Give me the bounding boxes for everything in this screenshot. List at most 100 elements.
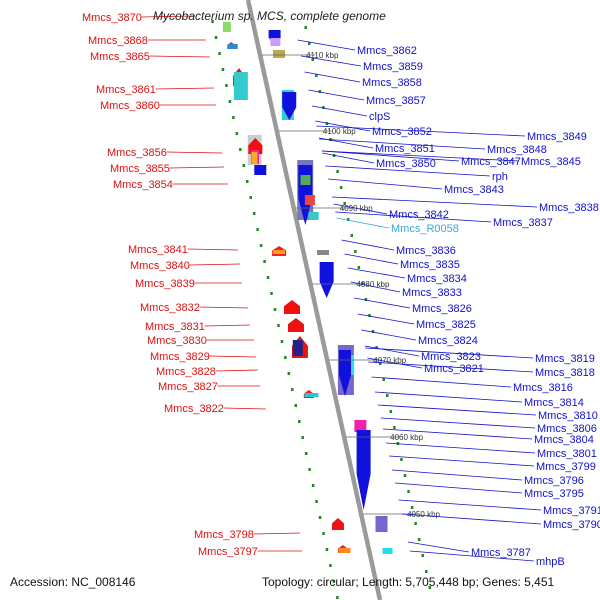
right-gene-label: Mmcs_3857	[366, 95, 426, 107]
right-guide-dot	[361, 282, 364, 285]
right-gene-label: Mmcs_3824	[418, 335, 478, 347]
right-gene-label: Mmcs_3787	[471, 547, 531, 559]
leader-line	[357, 313, 415, 325]
forward-gene-block	[292, 340, 303, 356]
left-gene-label: Mmcs_3830	[147, 335, 207, 347]
left-guide-dot	[214, 36, 218, 39]
leader-line	[374, 391, 523, 403]
leader-line	[392, 469, 523, 481]
leader-line	[304, 71, 361, 83]
right-gene-label: Mmcs_3826	[412, 303, 472, 315]
reverse-gene-arrow	[282, 92, 297, 120]
right-guide-dot	[407, 490, 410, 493]
right-guide-dot	[346, 218, 350, 221]
leader-line	[209, 355, 257, 358]
left-gene-label: Mmcs_3798	[194, 529, 254, 541]
right-gene-label: Mmcs_3848	[487, 144, 547, 156]
right-guide-dot	[410, 506, 414, 509]
leader-line	[341, 239, 395, 251]
left-guide-dot	[273, 308, 277, 311]
leader-line	[204, 324, 251, 327]
left-guide-dot	[336, 596, 339, 599]
left-guide-dot	[252, 212, 256, 215]
right-gene-label: Mmcs_3835	[400, 259, 460, 271]
left-gene-label: Mmcs_3822	[164, 403, 224, 415]
left-gene-label: Mmcs_3797	[198, 546, 258, 558]
left-guide-dot	[249, 196, 252, 199]
right-gene-label: Mmcs_3795	[524, 488, 584, 500]
leader-line	[401, 513, 542, 525]
right-guide-dot	[393, 426, 396, 429]
leader-line	[361, 329, 417, 341]
leader-line	[300, 55, 362, 67]
tick-label: 4050 kbp	[407, 510, 440, 519]
right-guide-dot	[304, 26, 307, 29]
leader-line	[189, 263, 241, 266]
left-guide-dot	[332, 580, 336, 583]
left-gene-label: Mmcs_3865	[90, 51, 150, 63]
leader-line	[215, 369, 259, 372]
right-guide-dot	[343, 202, 346, 205]
left-guide-dot	[325, 548, 329, 551]
right-gene-label: Mmcs_3796	[524, 475, 584, 487]
right-gene-label: Mmcs_3814	[524, 397, 584, 409]
left-guide-dot	[277, 324, 280, 327]
left-guide-dot	[211, 20, 214, 23]
right-guide-dot	[322, 106, 325, 109]
left-guide-dot	[284, 356, 287, 359]
left-guide-dot	[298, 420, 301, 423]
right-guide-dot	[414, 522, 417, 525]
forward-gene-arrow	[284, 300, 300, 314]
leader-line	[155, 87, 215, 90]
right-guide-dot	[311, 58, 315, 61]
left-gene-label: Mmcs_3827	[158, 381, 218, 393]
right-guide-dot	[375, 346, 378, 349]
forward-gene-block	[251, 152, 258, 164]
leader-line	[169, 166, 225, 169]
left-gene-label: Mmcs_3831	[145, 321, 205, 333]
right-gene-label: Mmcs_3851	[375, 143, 435, 155]
right-guide-dot	[354, 250, 357, 253]
left-gene-label: Mmcs_3870	[82, 12, 142, 24]
right-gene-label: Mmcs_3837	[493, 217, 553, 229]
leader-line	[199, 306, 249, 309]
reverse-gene-block	[382, 548, 393, 554]
leader-line	[332, 196, 538, 208]
reverse-gene-arrow	[339, 350, 351, 396]
left-guide-dot	[263, 260, 266, 263]
right-gene-label: Mmcs_3842	[389, 209, 449, 221]
leader-line	[297, 39, 356, 51]
genome-backbone	[245, 0, 383, 600]
forward-gene-block	[304, 393, 319, 397]
right-guide-dot	[425, 570, 428, 573]
genome-title: Mycobacterium sp. MCS, complete genome	[153, 9, 386, 23]
reverse-gene-block	[354, 420, 367, 432]
leader-line	[322, 152, 375, 164]
reverse-gene-block	[304, 195, 315, 205]
right-guide-dot	[368, 314, 371, 317]
right-guide-dot	[307, 42, 311, 45]
right-guide-dot	[382, 378, 385, 381]
left-guide-dot	[256, 228, 259, 231]
reverse-gene-block	[375, 516, 388, 532]
left-gene-label: Mmcs_3868	[88, 35, 148, 47]
left-gene-label: Mmcs_3861	[96, 84, 156, 96]
leader-line	[253, 532, 301, 535]
leader-line	[166, 151, 223, 154]
left-guide-dot	[318, 516, 322, 519]
forward-gene-block	[273, 250, 285, 254]
forward-gene-arrow	[287, 318, 304, 332]
leader-line	[350, 281, 401, 293]
leader-line	[407, 541, 470, 553]
left-gene-label: Mmcs_3828	[156, 366, 216, 378]
right-guide-dot	[403, 474, 407, 477]
right-guide-dot	[371, 330, 375, 333]
right-guide-dot	[318, 90, 322, 93]
right-gene-label: Mmcs_3801	[537, 448, 597, 460]
leader-line	[315, 120, 371, 132]
leader-line	[364, 345, 420, 357]
left-guide-dot	[225, 84, 228, 87]
left-guide-dot	[259, 244, 263, 247]
right-gene-label: Mmcs_3791	[543, 505, 600, 517]
